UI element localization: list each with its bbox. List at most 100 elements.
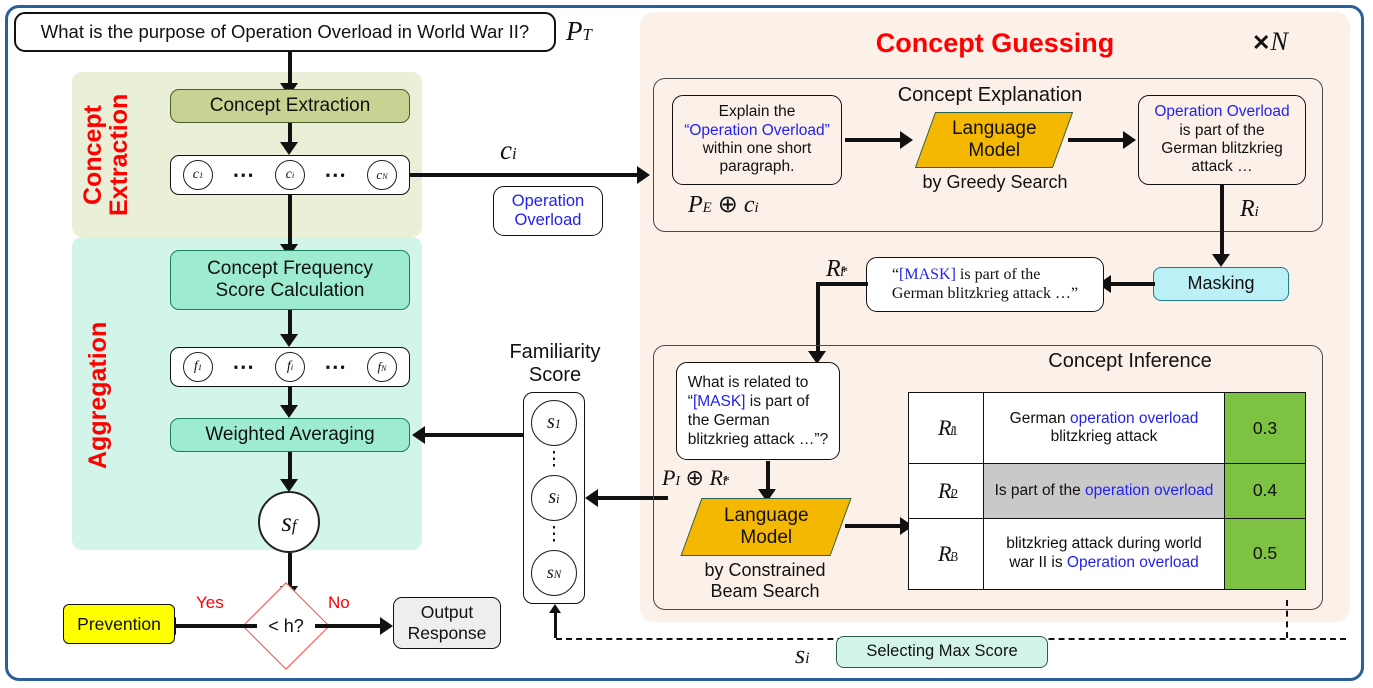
inference-query-box: What is related to “[MASK] is part of th… — [676, 362, 840, 460]
arrow-head-wa-to-sf — [280, 479, 298, 492]
arrow-head-ci-to-cg — [637, 166, 650, 184]
aggregation-panel-label: Aggregation — [78, 250, 118, 540]
no-branch-label: No — [328, 593, 350, 612]
arrow-line-fs-to-wa — [425, 433, 523, 437]
prevention-label: Prevention — [77, 613, 161, 634]
concept-explanation-group — [653, 78, 1323, 232]
frequency-token-ellipsis-2: ⋯ — [324, 354, 348, 380]
arrow-head-lm1-to-out — [1123, 131, 1136, 149]
arrow-line-ci-to-cg — [410, 173, 640, 177]
concept-inference-title: Concept Inference — [1048, 350, 1212, 372]
explanation-out-line1: Operation Overload — [1154, 103, 1290, 121]
frequency-token-ellipsis-1: ⋯ — [232, 354, 256, 380]
threshold-decision-label: < h? — [268, 615, 304, 636]
dashed-feedback-riser — [554, 612, 557, 638]
explanation-out-line3: German blitzkrieg — [1161, 140, 1283, 157]
prompt-line4: paragraph. — [719, 158, 795, 176]
row1-post: blitzkrieg attack — [1050, 428, 1158, 446]
explanation-prompt-box: Explain the “Operation Overload” within … — [672, 95, 842, 185]
masked-text-box: “[MASK] is part of the German blitzkrieg… — [866, 257, 1104, 312]
dashed-feedback-drop — [1286, 600, 1288, 638]
masked-mask-token: [MASK] — [899, 265, 956, 283]
masked-line1-rest: is part of the — [955, 265, 1041, 283]
concept-inference-group — [653, 345, 1323, 610]
repeat-n-badge: ✕N — [1252, 27, 1288, 56]
weighted-averaging-label: Weighted Averaging — [205, 423, 375, 445]
row1-pre: German — [1009, 409, 1070, 427]
explanation-out-line4: attack … — [1191, 158, 1253, 176]
prevention-box: Prevention — [63, 604, 175, 644]
masked-symbol: R*i — [826, 256, 849, 282]
arrow-line-masking-to-masked — [1110, 282, 1155, 286]
yes-branch-label: Yes — [196, 593, 224, 612]
arrow-head-masked-to-query — [808, 351, 826, 364]
greedy-search-caption: by Greedy Search — [922, 172, 1068, 192]
arrow-line-tokens-to-ag — [288, 195, 292, 247]
question-prompt-box: What is the purpose of Operation Overloa… — [14, 12, 556, 52]
explanation-out-line2: is part of the — [1179, 121, 1265, 139]
row-score-3: 0.5 — [1224, 517, 1306, 590]
arrow-head-cg-to-si — [585, 489, 598, 507]
prompt-line3: within one short — [702, 140, 812, 157]
query-line1: What is related to — [687, 373, 809, 391]
row2-pre: Is part of the — [994, 481, 1086, 499]
arrow-line-lm1-to-out — [1068, 138, 1126, 142]
row1-highlight: operation overload — [1069, 409, 1199, 427]
arrow-head-calc-to-f — [280, 334, 298, 347]
row2-highlight: operation overload — [1085, 481, 1214, 499]
arrow-line-sf-to-decision — [288, 553, 292, 591]
masking-box: Masking — [1153, 267, 1289, 301]
row-score-2: 0.4 — [1224, 463, 1306, 519]
row-text-2: Is part of the operation overload — [983, 463, 1225, 519]
arrow-line-f-to-wa — [288, 387, 292, 408]
query-line2-rest: is part of — [745, 392, 810, 410]
familiarity-vdots-2: ⋮ — [544, 524, 564, 546]
arrow-head-ce-to-tokens — [280, 142, 298, 155]
concept-token-ellipsis-2: ⋯ — [324, 162, 348, 188]
familiarity-vdots-1: ⋮ — [544, 449, 564, 471]
arrow-line-masked-down — [816, 282, 820, 354]
concept-guessing-title: Concept Guessing — [875, 28, 1115, 58]
arrow-head-f-to-wa — [280, 405, 298, 418]
arrow-head-out-to-masking — [1212, 254, 1230, 267]
arrow-line-query-to-lm2 — [766, 461, 770, 492]
query-line4: blitzkrieg attack …”? — [687, 431, 829, 449]
arrow-line-out-to-masking — [1220, 185, 1224, 257]
query-line3: the German — [687, 412, 770, 429]
explanation-output-box: Operation Overload is part of the German… — [1138, 95, 1306, 185]
masking-label: Masking — [1187, 273, 1255, 294]
